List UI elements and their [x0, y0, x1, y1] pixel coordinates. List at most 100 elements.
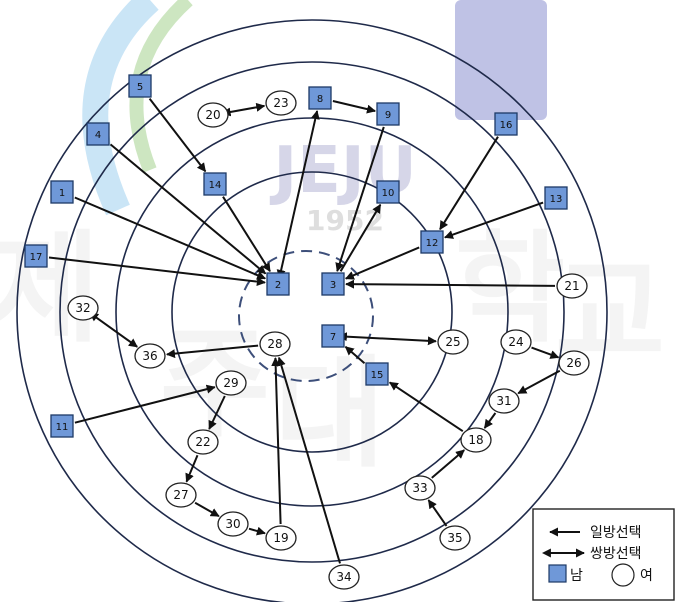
node-label: 5 [137, 82, 143, 93]
one-way-edge-8-9 [332, 100, 376, 114]
node-label: 2 [275, 280, 281, 291]
watermark-year-text: 1952 [306, 204, 384, 237]
male-square-icon [128, 74, 152, 98]
female-circle-icon [488, 388, 520, 414]
female-circle-icon [217, 511, 249, 537]
female-circle-icon [460, 427, 492, 453]
female-node-32: 32 [67, 295, 99, 321]
female-node-24: 24 [500, 329, 532, 355]
node-label: 22 [195, 435, 210, 449]
male-node-15: 15 [365, 362, 389, 386]
female-node-20: 20 [197, 102, 229, 128]
node-label: 29 [223, 376, 238, 390]
one-way-edge-29-22 [208, 395, 226, 430]
ring-third [59, 61, 565, 563]
female-node-22: 22 [187, 429, 219, 455]
one-way-edge-34-28 [276, 356, 341, 564]
male-square-icon [24, 244, 48, 268]
one-way-edge-24-26 [531, 346, 560, 359]
male-node-16: 16 [494, 112, 518, 136]
female-circle-icon [556, 273, 588, 299]
one-way-edge-16-12 [439, 136, 499, 231]
one-way-edge-5-14 [148, 97, 207, 173]
female-circle-icon [134, 343, 166, 369]
legend-female-circle-icon [611, 563, 635, 587]
female-circle-icon [265, 525, 297, 551]
node-label: 19 [273, 531, 288, 545]
one-way-edge-4-2 [109, 143, 267, 275]
one-way-edge-21-3 [345, 279, 556, 289]
watermark-blue-band [455, 0, 547, 120]
female-node-34: 34 [328, 564, 360, 590]
watermark-motto-glyph: 제 [0, 220, 100, 359]
node-label: 16 [500, 120, 513, 131]
male-node-5: 5 [128, 74, 152, 98]
female-circle-icon [328, 564, 360, 590]
node-label: 35 [447, 531, 462, 545]
one-way-edge-11-29 [74, 384, 216, 424]
female-node-19: 19 [265, 525, 297, 551]
node-label: 27 [173, 488, 188, 502]
node-label: 26 [566, 356, 581, 370]
female-circle-icon [500, 329, 532, 355]
one-way-edge-28-36 [166, 344, 259, 359]
female-circle-icon [437, 329, 469, 355]
legend-mutual-label: 쌍방선택 [590, 546, 642, 562]
female-node-36: 36 [134, 343, 166, 369]
male-node-3: 3 [321, 272, 345, 296]
node-label: 8 [317, 94, 323, 105]
one-way-edge-26-31 [517, 369, 561, 395]
male-square-icon [544, 186, 568, 210]
male-square-icon [203, 172, 227, 196]
male-node-1: 1 [50, 180, 74, 204]
watermark-motto-glyph: 주 [160, 315, 270, 454]
female-circle-icon [165, 482, 197, 508]
male-square-icon [50, 414, 74, 438]
male-node-14: 14 [203, 172, 227, 196]
one-way-edge-30-19 [248, 526, 266, 536]
one-way-edge-13-12 [444, 201, 544, 239]
concentric-rings [16, 19, 608, 602]
male-square-icon [494, 112, 518, 136]
node-label: 36 [142, 349, 157, 363]
node-label: 31 [496, 394, 511, 408]
one-way-edge-3-10 [339, 203, 382, 272]
mutual-edge-20-23 [221, 102, 266, 117]
male-square-icon [376, 180, 400, 204]
female-node-28: 28 [259, 331, 291, 357]
female-circle-icon [404, 475, 436, 501]
female-node-30: 30 [217, 511, 249, 537]
male-square-icon [321, 324, 345, 348]
node-label: 11 [56, 422, 69, 433]
one-way-edge-15-7 [344, 346, 366, 364]
female-node-31: 31 [488, 388, 520, 414]
female-node-35: 35 [439, 525, 471, 551]
legend-male-label: 남 [570, 568, 583, 584]
female-node-23: 23 [265, 90, 297, 116]
male-node-11: 11 [50, 414, 74, 438]
one-way-edge-33-18 [431, 449, 465, 479]
one-way-edge-27-30 [194, 501, 220, 518]
male-node-9: 9 [376, 102, 400, 126]
node-label: 15 [371, 370, 384, 381]
one-way-edge-18-15 [388, 381, 464, 433]
one-way-edge-22-27 [185, 454, 199, 483]
watermark-arc-blue [82, 0, 159, 216]
node-label: 7 [330, 332, 336, 343]
female-node-18: 18 [460, 427, 492, 453]
male-node-17: 17 [24, 244, 48, 268]
node-label: 10 [382, 188, 395, 199]
node-label: 12 [426, 238, 439, 249]
male-square-icon [86, 122, 110, 146]
female-node-21: 21 [556, 273, 588, 299]
female-node-33: 33 [404, 475, 436, 501]
one-way-edge-31-18 [483, 412, 497, 429]
male-node-8: 8 [308, 86, 332, 110]
male-node-13: 13 [544, 186, 568, 210]
node-label: 30 [225, 517, 240, 531]
selection-edges [48, 97, 561, 564]
one-way-edge-9-3 [335, 126, 385, 272]
legend-male-square-icon [548, 564, 567, 583]
